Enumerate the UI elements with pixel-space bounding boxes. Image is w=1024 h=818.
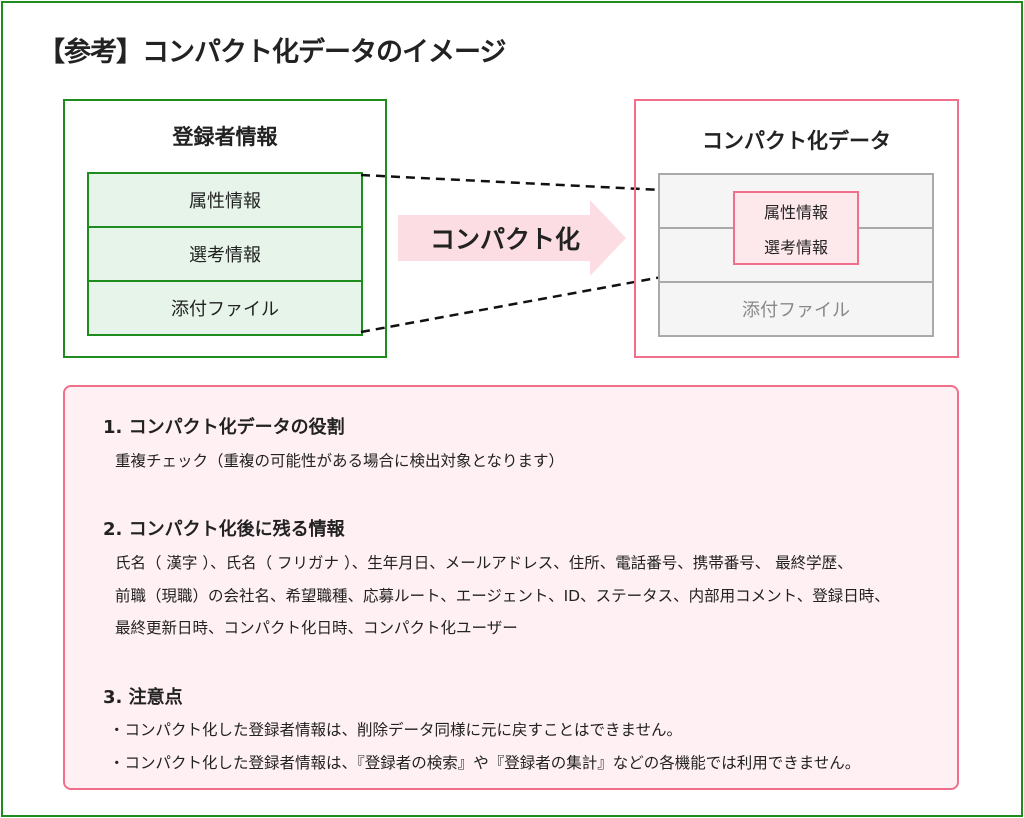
section-3-line: ・コンパクト化した登録者情報は、削除データ同様に元に戻すことはできません。 xyxy=(109,721,683,739)
dropped-attachment-row: 添付ファイル xyxy=(658,281,934,337)
section-3-heading: 3. 注意点 xyxy=(103,687,183,708)
row-selection: 選考情報 xyxy=(87,226,363,282)
compact-data-box: コンパクト化データ xyxy=(634,99,959,358)
section-2-line: 前職（現職）の会社名、希望職種、応募ルート、エージェント、ID、ステータス、内部… xyxy=(115,587,890,605)
page-title: 【参考】コンパクト化データのイメージ xyxy=(38,37,506,68)
section-2-line: 氏名（ 漢字 ）、氏名（ フリガナ ）、生年月日、メールアドレス、住所、電話番号… xyxy=(115,554,853,572)
registrant-info-title: 登録者情報 xyxy=(172,125,278,149)
section-1-text: 重複チェック（重複の可能性がある場合に検出対象となります） xyxy=(115,452,565,470)
kept-attribute: 属性情報 xyxy=(733,191,859,231)
section-2-line: 最終更新日時、コンパクト化日時、コンパクト化ユーザー xyxy=(115,619,518,637)
section-2-heading: 2. コンパクト化後に残る情報 xyxy=(103,519,345,540)
section-1-heading: 1. コンパクト化データの役割 xyxy=(103,417,345,438)
compact-data-title: コンパクト化データ xyxy=(702,129,891,153)
compact-arrow-shape xyxy=(398,200,626,276)
notes-panel: 1. コンパクト化データの役割 重複チェック（重複の可能性がある場合に検出対象と… xyxy=(63,385,959,790)
kept-selection: 選考情報 xyxy=(733,229,859,265)
registrant-info-box: 登録者情報 xyxy=(63,99,387,358)
row-attachment: 添付ファイル xyxy=(87,280,363,336)
compact-arrow-label: コンパクト化 xyxy=(430,225,581,254)
section-3-line: ・コンパクト化した登録者情報は、『登録者の検索』や『登録者の集計』などの各機能で… xyxy=(109,754,861,772)
